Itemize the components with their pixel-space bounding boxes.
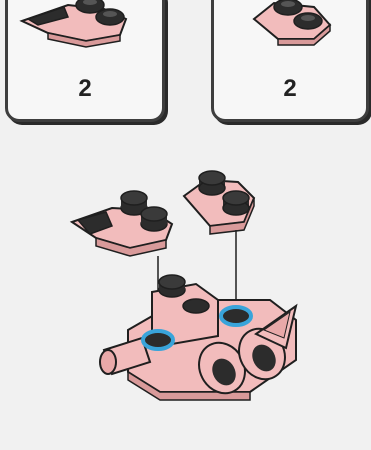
floating-wedge-plate (182, 170, 256, 235)
parts-callout-2: 2 (211, 0, 369, 122)
blue-ring-right (219, 305, 253, 327)
quantity-label-1: 2 (78, 75, 92, 102)
base-assembly (99, 274, 298, 401)
floating-horn-plate (69, 190, 174, 257)
part-illustration-horn-plate (19, 0, 128, 48)
blue-ring-left (141, 329, 175, 351)
part-illustration-wedge-plate (252, 0, 332, 46)
quantity-label-2: 2 (283, 75, 297, 102)
parts-callout-1: 2 (5, 0, 165, 122)
